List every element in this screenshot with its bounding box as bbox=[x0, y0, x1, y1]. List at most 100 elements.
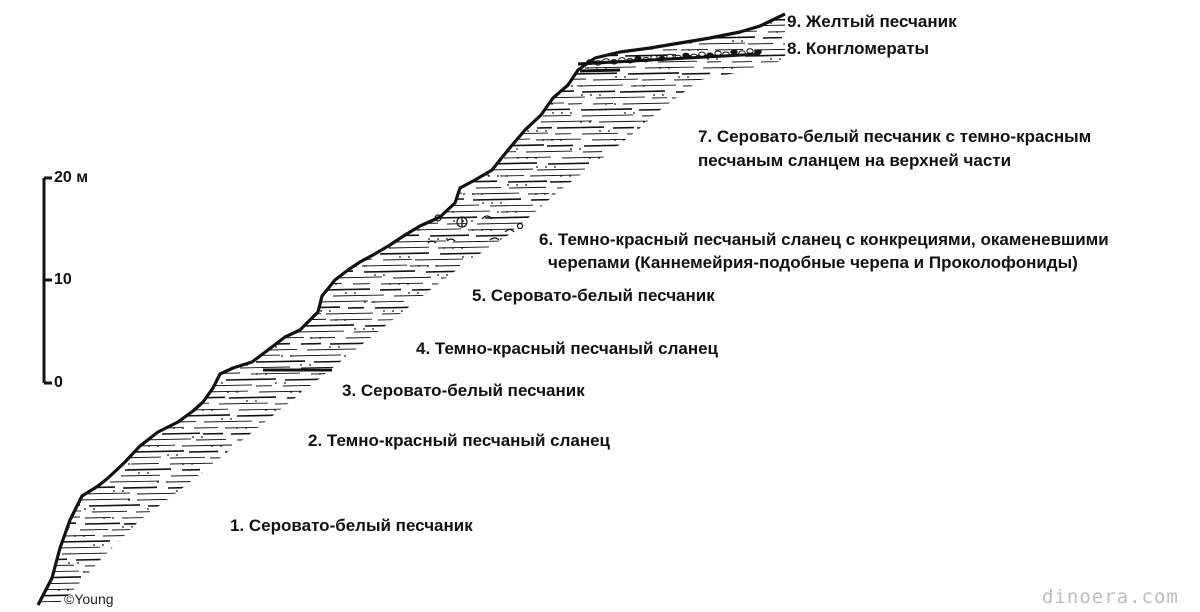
bedding-line bbox=[84, 564, 119, 567]
sand-dot bbox=[291, 76, 293, 78]
sand-dot bbox=[587, 499, 589, 501]
bedding-line bbox=[88, 168, 140, 171]
sand-dot bbox=[239, 202, 241, 204]
sand-dot bbox=[203, 94, 205, 96]
bedding-line bbox=[127, 564, 168, 567]
sand-dot bbox=[230, 454, 232, 456]
sand-dot bbox=[635, 490, 637, 492]
bedding-line bbox=[491, 516, 526, 519]
bedding-line bbox=[637, 366, 682, 369]
sand-dot bbox=[155, 607, 157, 609]
bedding-line bbox=[230, 432, 279, 435]
sand-dot bbox=[623, 175, 625, 177]
sand-dot bbox=[209, 571, 211, 573]
sand-dot bbox=[237, 112, 239, 114]
sand-dot bbox=[633, 364, 635, 366]
bedding-line bbox=[368, 426, 415, 429]
sand-dot bbox=[508, 553, 510, 555]
sand-dot bbox=[156, 544, 158, 546]
bedding-line bbox=[113, 180, 163, 183]
bedding-line bbox=[391, 468, 431, 471]
bedding-line bbox=[38, 114, 82, 117]
sand-dot bbox=[401, 598, 403, 600]
bedding-line bbox=[589, 570, 642, 573]
sand-dot bbox=[237, 544, 239, 546]
bedding-line bbox=[618, 186, 661, 189]
sand-dot bbox=[353, 139, 355, 141]
bedding-line bbox=[210, 582, 253, 585]
sand-dot bbox=[579, 148, 581, 150]
sand-dot bbox=[760, 553, 762, 555]
bedding-line bbox=[657, 60, 698, 63]
bedding-line bbox=[458, 456, 491, 459]
bedding-line bbox=[715, 222, 765, 225]
sand-dot bbox=[392, 562, 394, 564]
sand-dot bbox=[354, 76, 356, 78]
bedding-line bbox=[784, 576, 785, 579]
sand-dot bbox=[698, 274, 700, 276]
sand-dot bbox=[345, 256, 347, 258]
bedding-line bbox=[251, 48, 303, 51]
bedding-line bbox=[38, 300, 78, 303]
bedding-line bbox=[331, 234, 371, 237]
bedding-line bbox=[308, 162, 360, 165]
bedding-line bbox=[430, 120, 482, 123]
sand-dot bbox=[536, 562, 538, 564]
bedding-line bbox=[411, 288, 446, 291]
bedding-line bbox=[595, 222, 648, 225]
sand-dot bbox=[779, 526, 781, 528]
sand-dot bbox=[284, 598, 286, 600]
bedding-line bbox=[482, 552, 523, 555]
sand-dot bbox=[626, 418, 628, 420]
bedding-line bbox=[700, 516, 753, 519]
sand-dot bbox=[254, 31, 256, 33]
bedding-line bbox=[507, 180, 548, 183]
sand-dot bbox=[716, 310, 718, 312]
bedding-line bbox=[580, 108, 633, 111]
sand-dot bbox=[283, 445, 285, 447]
bedding-line bbox=[628, 330, 670, 333]
sand-dot bbox=[545, 598, 547, 600]
bedding-line bbox=[181, 444, 233, 447]
bedding-line bbox=[464, 367, 491, 369]
sand-dot bbox=[164, 175, 166, 177]
sand-dot bbox=[149, 598, 151, 600]
bedding-line bbox=[38, 324, 75, 327]
sand-dot bbox=[147, 508, 149, 510]
bedding-line bbox=[38, 594, 71, 597]
sand-dot bbox=[140, 94, 142, 96]
bedding-line bbox=[490, 588, 540, 591]
bedding-line bbox=[63, 534, 96, 537]
sand-dot bbox=[779, 310, 781, 312]
bedding-line bbox=[64, 138, 104, 141]
bedding-line bbox=[384, 510, 431, 513]
bedding-line bbox=[745, 186, 785, 189]
sand-dot bbox=[401, 562, 403, 564]
sand-dot bbox=[119, 211, 121, 213]
bedding-line bbox=[161, 432, 201, 435]
bedding-line bbox=[219, 360, 251, 363]
bedding-line bbox=[768, 108, 785, 111]
sand-dot bbox=[779, 490, 781, 492]
bedding-line bbox=[773, 474, 785, 477]
bedding-line bbox=[388, 132, 441, 135]
sand-dot bbox=[365, 454, 367, 456]
sand-dot bbox=[644, 274, 646, 276]
bedding-line bbox=[116, 330, 169, 333]
bedding-line bbox=[258, 570, 310, 573]
sand-dot bbox=[407, 103, 409, 105]
sand-dot bbox=[644, 526, 646, 528]
sand-dot bbox=[561, 364, 563, 366]
bedding-line bbox=[421, 462, 473, 465]
sand-dot bbox=[274, 409, 276, 411]
bedding-line bbox=[488, 90, 518, 93]
sand-dot bbox=[391, 157, 393, 159]
sand-dot bbox=[192, 436, 194, 438]
bedding-line bbox=[651, 570, 682, 573]
sand-dot bbox=[210, 472, 212, 474]
bedding-line bbox=[38, 24, 66, 27]
bedding-line bbox=[407, 90, 456, 93]
sand-dot bbox=[417, 544, 419, 546]
sand-dot bbox=[580, 121, 582, 123]
bedding-line bbox=[458, 330, 501, 333]
